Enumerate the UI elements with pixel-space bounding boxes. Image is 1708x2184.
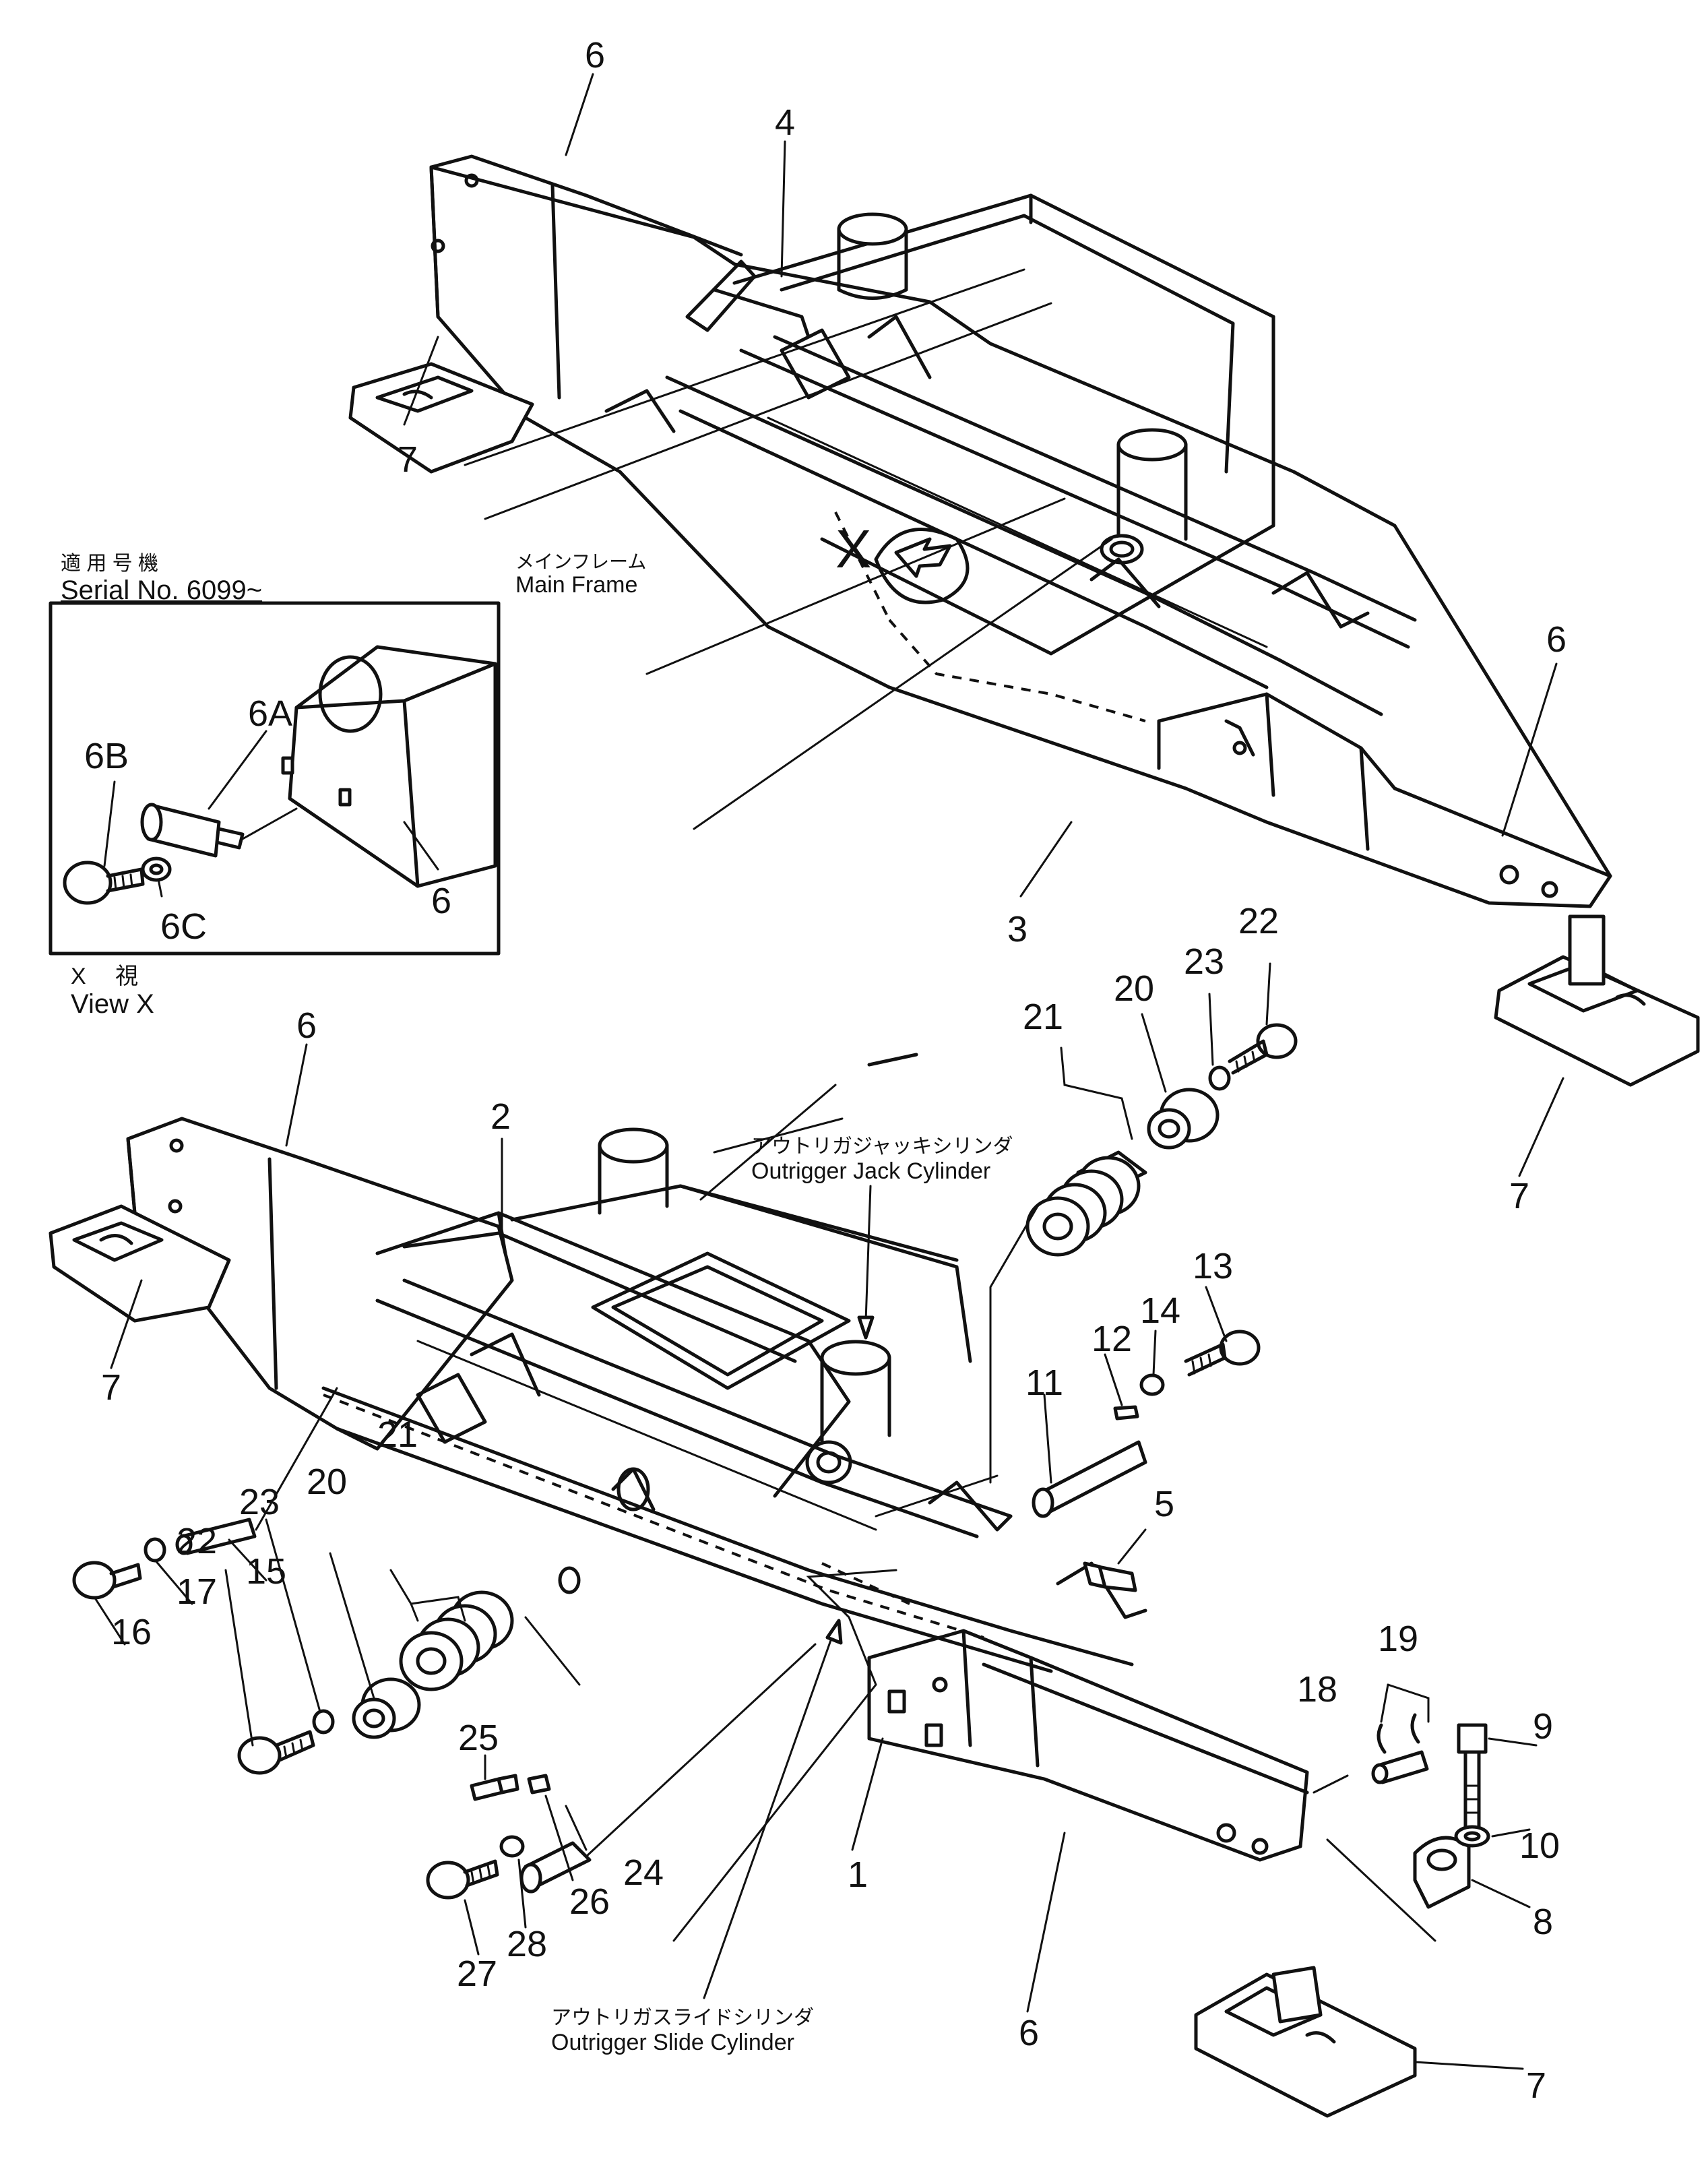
shim-stack-upper [1025,1156,1141,1257]
callout-cX: X [835,519,872,579]
lower-outrigger-assembly [49,73,1564,2118]
callout-c23a: 23 [1184,941,1225,982]
upper-outrigger-assembly [348,154,1700,1087]
main-frame-caption: メインフレーム Main Frame [515,551,646,598]
callout-c9: 9 [1533,1706,1554,1747]
slide-cylinder-caption: アウトリガスライドシリンダ Outrigger Slide Cylinder [551,2007,814,2055]
callout-c10: 10 [1519,1826,1560,1866]
callout-c19: 19 [1378,1619,1419,1659]
jack-cylinder-caption-en: Outrigger Jack Cylinder [751,1158,991,1184]
callout-c6d: 6 [1019,2013,1040,2053]
callout-c26: 26 [569,1881,610,1922]
callout-c24: 24 [623,1852,664,1893]
main-frame-caption-en: Main Frame [515,572,638,598]
view-x-caption-jp: X 視 [71,964,139,989]
callout-c20b: 20 [307,1462,348,1502]
callout-c13: 13 [1193,1246,1234,1286]
callout-c25: 25 [458,1718,499,1758]
callout-c12: 12 [1092,1319,1133,1359]
view-x-caption: X 視 View X [71,964,154,1020]
callout-c2: 2 [491,1096,511,1137]
callout-c14: 14 [1140,1290,1181,1331]
serial-caption: 適 用 号 機 Serial No. 6099~ [61,553,262,605]
callout-c22b: 22 [177,1521,218,1561]
shim-stack-lower [399,1590,514,1691]
callout-c16: 16 [111,1612,152,1652]
callout-c22a: 22 [1238,901,1279,941]
serial-caption-jp: 適 用 号 機 [61,553,159,575]
callout-c1: 1 [848,1854,868,1895]
slide-cylinder-caption-jp: アウトリガスライドシリンダ [551,2007,814,2029]
serial-caption-en: Serial No. 6099~ [61,575,263,605]
view-x-caption-en: View X [71,989,154,1020]
callout-c6e: 6 [431,881,452,921]
callout-c6c: 6 [296,1005,317,1046]
callout-c6B: 6B [84,736,129,776]
callout-c6A: 6A [248,693,293,734]
callout-c6b: 6 [1546,619,1567,660]
callout-c15: 15 [246,1551,287,1592]
jack-cylinder-caption-jp: アウトリガジャッキシリンダ [751,1135,1013,1158]
callout-c21b: 21 [377,1414,418,1455]
view-x-inset [49,601,501,956]
callout-c18: 18 [1297,1669,1338,1710]
callout-c7a: 7 [398,439,418,480]
callout-c23b: 23 [239,1482,280,1522]
callout-c7b: 7 [1509,1176,1530,1216]
callout-c7c: 7 [101,1367,122,1408]
callout-c21a: 21 [1023,997,1064,1037]
slide-cylinder-caption-en: Outrigger Slide Cylinder [551,2029,794,2055]
callout-c28: 28 [507,1924,548,1964]
main-frame-caption-jp: メインフレーム [515,551,647,572]
callout-c20a: 20 [1114,968,1155,1009]
callout-c17: 17 [177,1571,218,1612]
callout-c5: 5 [1154,1484,1175,1524]
callout-c11: 11 [1025,1363,1064,1403]
callout-c3: 3 [1007,909,1028,949]
callout-c4: 4 [775,102,796,143]
callout-c6C: 6C [160,906,208,947]
callout-c6a: 6 [585,35,606,75]
callout-c27: 27 [457,1954,498,1994]
callout-c8: 8 [1533,1902,1554,1942]
jack-cylinder-caption: アウトリガジャッキシリンダ Outrigger Jack Cylinder [751,1135,1013,1184]
callout-c7d: 7 [1526,2065,1547,2106]
